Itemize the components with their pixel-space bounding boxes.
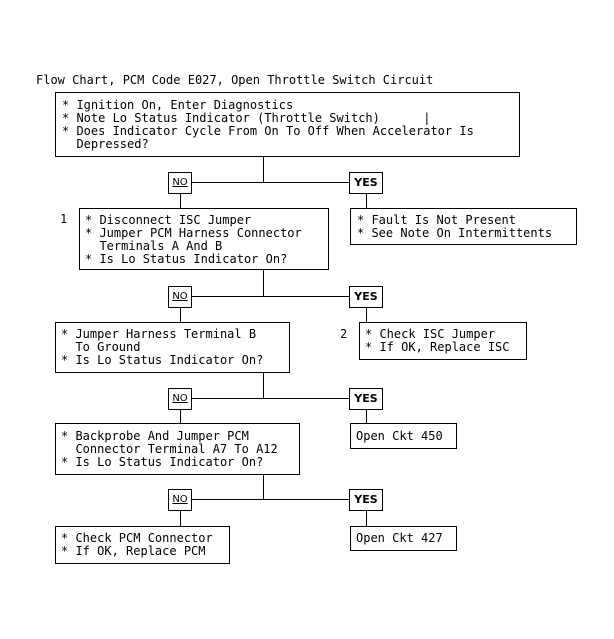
connector-line	[366, 307, 367, 322]
chart-title: Flow Chart, PCM Code E027, Open Throttle…	[36, 73, 434, 87]
connector-line	[263, 373, 264, 398]
connector-line	[263, 157, 264, 182]
no-label: NO	[168, 388, 192, 410]
box-backprobe-jumper: * Backprobe And Jumper PCM Connector Ter…	[55, 423, 300, 475]
box-check-pcm-connector: * Check PCM Connector * If OK, Replace P…	[55, 526, 230, 564]
box-line: Connector Terminal A7 To A12	[61, 442, 278, 456]
step-number: 1	[60, 212, 68, 226]
box-line: * Jumper Harness Terminal B	[61, 327, 257, 341]
box-line: * Check ISC Jumper	[365, 327, 496, 341]
yes-label: YES	[349, 489, 383, 511]
step-number: 2	[340, 327, 348, 341]
connector-line	[366, 409, 367, 423]
no-label: NO	[168, 286, 192, 308]
box-line: * Does Indicator Cycle From On To Off Wh…	[62, 124, 474, 138]
box-line: Depressed?	[62, 137, 149, 151]
box-line: Open Ckt 450	[356, 429, 443, 443]
box-line: * Note Lo Status Indicator (Throttle Swi…	[62, 111, 431, 125]
box-line: * Is Lo Status Indicator On?	[61, 455, 264, 469]
box-open-ckt-427: Open Ckt 427	[350, 526, 457, 551]
connector-line	[192, 182, 349, 183]
box-line: Terminals A And B	[85, 239, 223, 253]
box-line: * Backprobe And Jumper PCM	[61, 429, 249, 443]
box-jumper-terminal-b: * Jumper Harness Terminal B To Ground * …	[55, 322, 290, 373]
yes-label: YES	[349, 172, 383, 194]
box-line: * Fault Is Not Present	[357, 213, 516, 227]
box-line: To Ground	[61, 340, 141, 354]
connector-line	[180, 307, 181, 322]
box-line: * Disconnect ISC Jumper	[85, 213, 252, 227]
box-line: * Jumper PCM Harness Connector	[85, 226, 302, 240]
box-line: Open Ckt 427	[356, 531, 443, 545]
box-line: * Is Lo Status Indicator On?	[61, 353, 264, 367]
connector-line	[192, 296, 349, 297]
yes-label: YES	[349, 388, 383, 410]
yes-label: YES	[349, 286, 383, 308]
connector-line	[180, 193, 181, 208]
connector-line	[180, 409, 181, 423]
connector-line	[180, 510, 181, 526]
connector-line	[192, 398, 349, 399]
box-line: * See Note On Intermittents	[357, 226, 553, 240]
connector-line	[263, 475, 264, 499]
box-line: * If OK, Replace ISC	[365, 340, 510, 354]
box-open-ckt-450: Open Ckt 450	[350, 423, 457, 449]
box-line: * If OK, Replace PCM	[61, 544, 206, 558]
box-disconnect-isc: * Disconnect ISC Jumper * Jumper PCM Har…	[79, 208, 329, 270]
box-fault-not-present: * Fault Is Not Present * See Note On Int…	[350, 208, 577, 245]
box-initial-check: * Ignition On, Enter Diagnostics * Note …	[55, 92, 520, 157]
connector-line	[366, 510, 367, 526]
connector-line	[192, 499, 349, 500]
box-check-isc-jumper: * Check ISC Jumper * If OK, Replace ISC	[359, 322, 527, 360]
box-line: * Check PCM Connector	[61, 531, 213, 545]
connector-line	[366, 193, 367, 208]
no-label: NO	[168, 172, 192, 194]
box-line: * Ignition On, Enter Diagnostics	[62, 98, 294, 112]
connector-line	[263, 270, 264, 296]
no-label: NO	[168, 489, 192, 511]
box-line: * Is Lo Status Indicator On?	[85, 252, 288, 266]
